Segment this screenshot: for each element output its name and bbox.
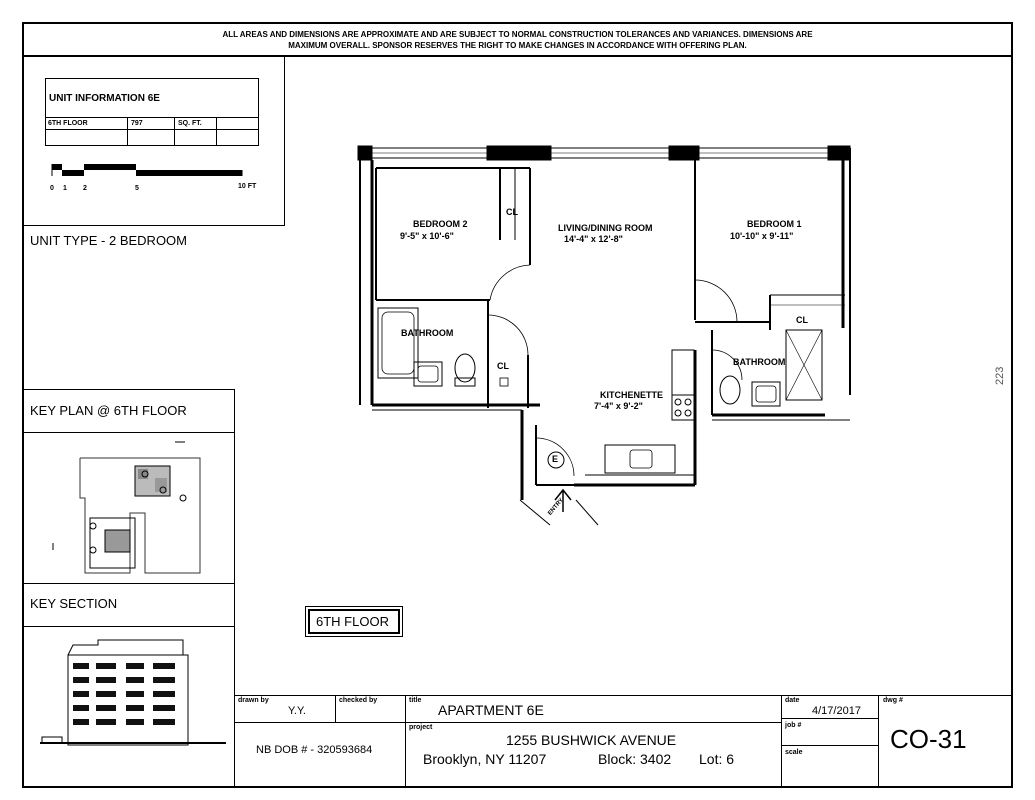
key-section-drawing (40, 639, 226, 746)
unit-area: 797 (131, 120, 143, 127)
checked-by-label: checked by (339, 697, 378, 704)
title-block (234, 695, 1013, 788)
disclaimer-line-2: MAXIMUM OVERALL. SPONSOR RESERVES THE RI… (288, 41, 747, 50)
title-label: title (409, 697, 422, 704)
elevator-mark: E (552, 454, 559, 464)
bathroom-left-label: BATHROOM (401, 328, 454, 338)
graphic-scale-bar (51, 164, 243, 176)
tb-col (878, 695, 879, 788)
unit-info-title: UNIT INFORMATION 6E (49, 93, 160, 104)
scale-tick-1: 1 (63, 185, 67, 192)
unit-floor: 6TH FLOOR (48, 120, 88, 127)
key-plan-drawing (52, 441, 201, 574)
floor-tag-inner (308, 609, 400, 634)
unit-area-unit: SQ. FT. (178, 120, 202, 127)
key-section-title: KEY SECTION (30, 596, 118, 611)
key-section-title-rule (22, 626, 235, 627)
key-plan-title: KEY PLAN @ 6TH FLOOR (30, 403, 187, 418)
unit-type-label: UNIT TYPE - 2 BEDROOM (30, 233, 187, 248)
disclaimer-line-1: ALL AREAS AND DIMENSIONS ARE APPROXIMATE… (222, 30, 813, 39)
drawing-date: 4/17/2017 (812, 705, 861, 717)
address-line-2: Brooklyn, NY 11207 (423, 751, 547, 767)
key-section-panel (22, 583, 235, 788)
unit-info-row-line (45, 117, 259, 118)
address-line-1: 1255 BUSHWICK AVENUE (506, 732, 677, 748)
unit-info-col (127, 117, 128, 146)
key-plan-title-rule (22, 432, 235, 433)
unit-info-panel (22, 56, 285, 226)
scale-tick-0: 0 (50, 185, 54, 192)
bedroom2-name: BEDROOM 2 (413, 219, 468, 229)
floor-tag-outer (305, 606, 403, 637)
living-dining-dim: 14'-4" x 12'-8" (564, 234, 623, 244)
floor-plan-drawing (357, 145, 851, 526)
disclaimer-box (22, 22, 1013, 57)
lot-number: Lot: 6 (699, 751, 735, 767)
tb-rule (781, 745, 878, 746)
dwg-number: CO-31 (890, 724, 967, 754)
closet-label-b: CL (497, 361, 509, 371)
job-label: job # (785, 722, 802, 729)
unit-info-table (45, 78, 259, 146)
closet-label-c: CL (796, 315, 808, 325)
bathroom-right-label: BATHROOM (733, 357, 786, 367)
kitchenette-dim: 7'-4" x 9'-2" (594, 401, 643, 411)
drawn-by: Y.Y. (288, 705, 306, 717)
bedroom2-dim: 9'-5" x 10'-6" (400, 231, 454, 241)
drawn-by-label: drawn by (238, 697, 269, 704)
tb-col (405, 695, 406, 788)
block-number: Block: 3402 (598, 751, 672, 767)
living-dining-name: LIVING/DINING ROOM (558, 223, 653, 233)
scale-label: scale (785, 749, 803, 756)
tb-col (335, 695, 336, 722)
kitchenette-name: KITCHENETTE (600, 390, 663, 400)
tb-rule (781, 718, 878, 719)
tb-rule (234, 722, 781, 723)
unit-info-row-line-2 (45, 129, 259, 130)
tb-col (781, 695, 782, 788)
dwg-label: dwg # (883, 697, 903, 704)
side-number: 223 (994, 366, 1006, 385)
scale-tick-5: 5 (135, 185, 139, 192)
dob-number: NB DOB # - 320593684 (256, 744, 373, 756)
bedroom1-dim: 10'-10" x 9'-11" (730, 231, 794, 241)
closet-label-a: CL (506, 207, 518, 217)
scale-tick-2: 2 (83, 185, 87, 192)
unit-info-col (174, 117, 175, 146)
bedroom1-name: BEDROOM 1 (747, 219, 802, 229)
floor-tag: 6TH FLOOR (316, 614, 389, 629)
date-label: date (785, 697, 800, 704)
project-label: project (409, 724, 433, 731)
drawing-title: APARTMENT 6E (438, 702, 544, 718)
scale-tick-10: 10 FT (238, 183, 257, 190)
unit-info-col (216, 117, 217, 146)
